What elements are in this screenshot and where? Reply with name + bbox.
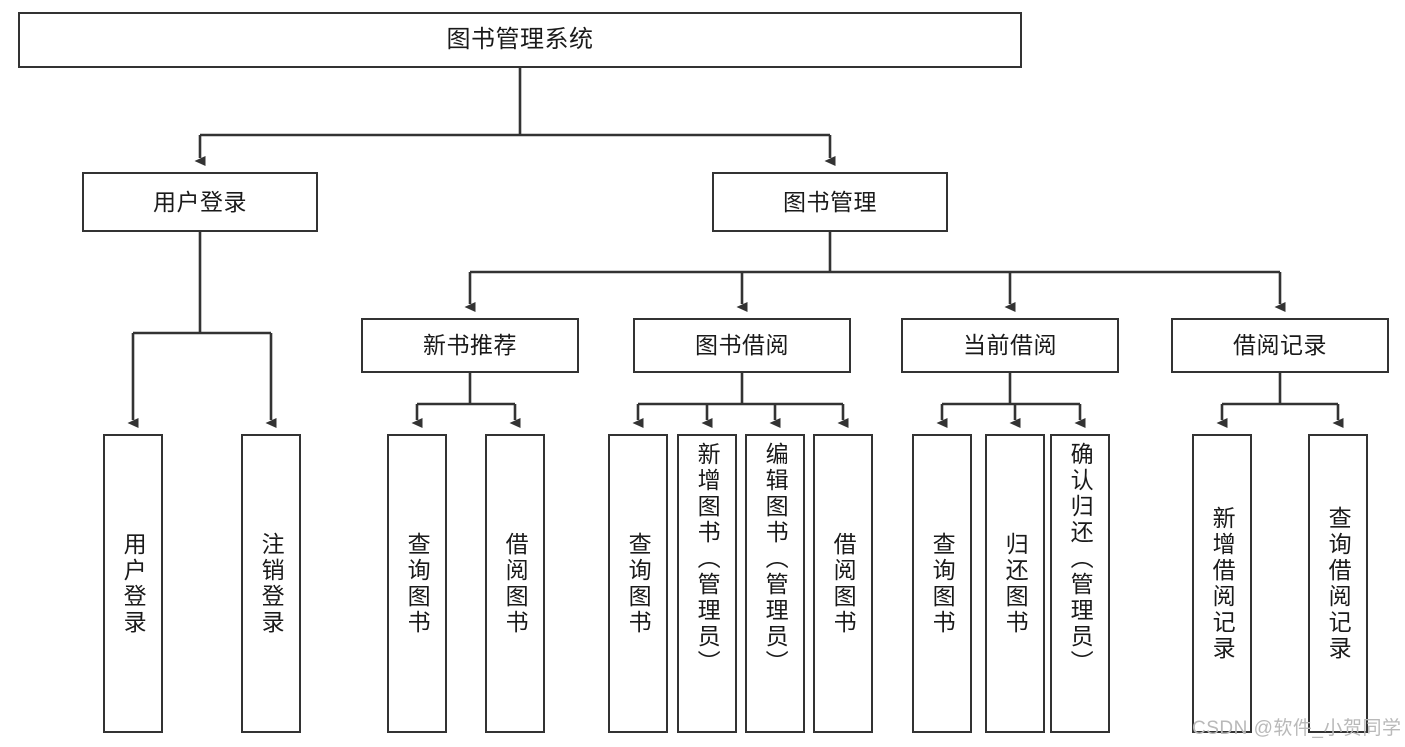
leaf-edit-book-label: 编辑图书（管理员） (762, 442, 789, 676)
node-root[interactable]: 图书管理系统 (18, 12, 1022, 68)
csdn-watermark: CSDN @软件_小贺同学 (1192, 718, 1402, 739)
leaf-query-borrow-record-label: 查询借阅记录 (1325, 505, 1352, 662)
node-new-book-recommend[interactable]: 新书推荐 (361, 318, 579, 373)
leaf-add-borrow-record-label: 新增借阅记录 (1209, 505, 1236, 662)
node-book-manage[interactable]: 图书管理 (712, 172, 948, 232)
node-root-label: 图书管理系统 (446, 26, 594, 54)
node-current-borrow-label: 当前借阅 (963, 332, 1057, 359)
leaf-query-book-new-label: 查询图书 (404, 531, 431, 636)
leaf-borrow-book[interactable]: 借阅图书 (813, 434, 873, 733)
leaf-query-book-borrow-label: 查询图书 (625, 531, 652, 636)
leaf-borrow-book-new[interactable]: 借阅图书 (485, 434, 545, 733)
leaf-borrow-book-label: 借阅图书 (830, 531, 857, 636)
leaf-borrow-book-new-label: 借阅图书 (502, 531, 529, 636)
leaf-logout[interactable]: 注销登录 (241, 434, 301, 733)
node-current-borrow[interactable]: 当前借阅 (901, 318, 1119, 373)
leaf-confirm-return[interactable]: 确认归还（管理员） (1050, 434, 1110, 733)
node-book-borrow[interactable]: 图书借阅 (633, 318, 851, 373)
leaf-return-book-label: 归还图书 (1002, 531, 1029, 636)
leaf-query-book-new[interactable]: 查询图书 (387, 434, 447, 733)
leaf-query-book-current-label: 查询图书 (929, 531, 956, 636)
leaf-user-login-label: 用户登录 (120, 531, 147, 636)
node-book-borrow-label: 图书借阅 (695, 332, 789, 359)
leaf-query-borrow-record[interactable]: 查询借阅记录 (1308, 434, 1368, 733)
leaf-add-book[interactable]: 新增图书（管理员） (677, 434, 737, 733)
leaf-query-book-current[interactable]: 查询图书 (912, 434, 972, 733)
node-borrow-record-label: 借阅记录 (1233, 332, 1327, 359)
leaf-edit-book[interactable]: 编辑图书（管理员） (745, 434, 805, 733)
leaf-user-login[interactable]: 用户登录 (103, 434, 163, 733)
node-borrow-record[interactable]: 借阅记录 (1171, 318, 1389, 373)
leaf-query-book-borrow[interactable]: 查询图书 (608, 434, 668, 733)
node-book-manage-label: 图书管理 (783, 188, 877, 215)
leaf-add-book-label: 新增图书（管理员） (694, 442, 721, 676)
leaf-add-borrow-record[interactable]: 新增借阅记录 (1192, 434, 1252, 733)
leaf-return-book[interactable]: 归还图书 (985, 434, 1045, 733)
leaf-confirm-return-label: 确认归还（管理员） (1067, 442, 1094, 676)
node-user-login-label: 用户登录 (153, 188, 247, 215)
node-user-login[interactable]: 用户登录 (82, 172, 318, 232)
node-new-book-recommend-label: 新书推荐 (423, 332, 517, 359)
leaf-logout-label: 注销登录 (258, 531, 285, 636)
